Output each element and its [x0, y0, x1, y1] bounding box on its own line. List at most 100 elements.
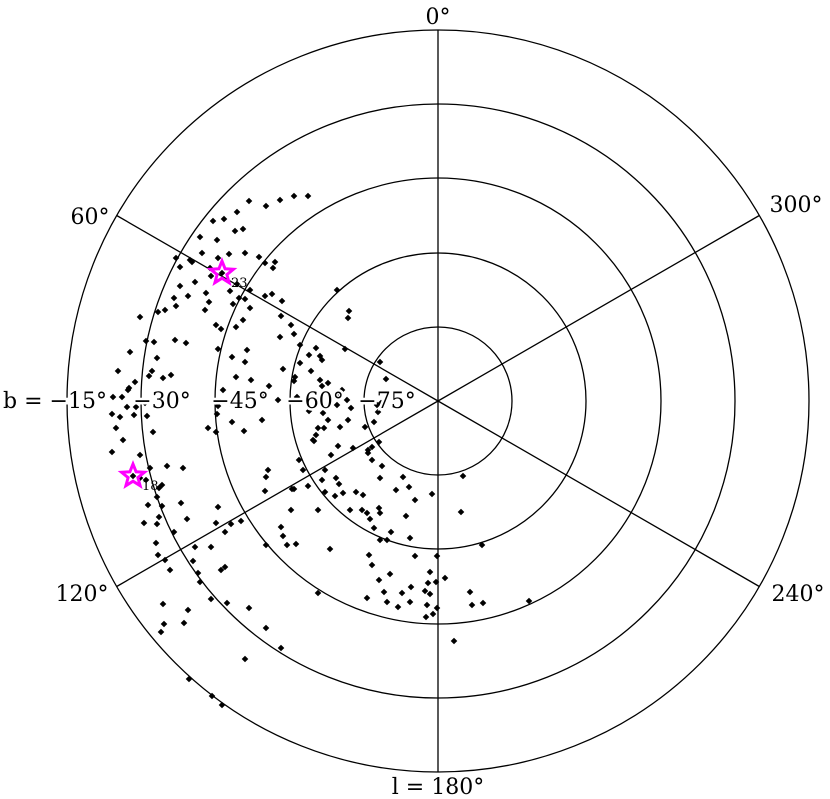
data-point: [226, 399, 234, 407]
data-point: [278, 297, 286, 305]
data-point: [239, 316, 247, 324]
data-point: [213, 236, 221, 244]
data-point: [283, 541, 291, 549]
data-point: [207, 595, 215, 603]
data-point: [183, 515, 191, 523]
data-point: [155, 513, 163, 521]
data-point: [146, 464, 154, 472]
data-point: [235, 294, 243, 302]
data-point: [312, 344, 320, 352]
data-point: [221, 528, 229, 536]
data-point: [246, 304, 254, 312]
data-point: [119, 436, 127, 444]
data-point: [321, 466, 329, 474]
data-point: [277, 644, 285, 652]
data-point: [129, 472, 137, 480]
data-point: [191, 543, 199, 551]
data-point: [365, 551, 373, 559]
data-point: [346, 506, 354, 514]
data-point: [184, 606, 192, 614]
data-point: [459, 472, 467, 480]
data-point: [411, 552, 419, 560]
data-point: [241, 655, 249, 663]
data-point: [318, 476, 326, 484]
data-point: [189, 557, 197, 565]
data-point: [184, 292, 192, 300]
data-point: [428, 490, 436, 498]
data-point: [290, 192, 298, 200]
spoke-l120: [116, 400, 439, 588]
data-point: [262, 624, 270, 632]
data-point: [231, 227, 239, 235]
data-point: [277, 312, 285, 320]
data-point: [305, 351, 313, 359]
data-point: [478, 541, 486, 549]
data-point: [363, 509, 371, 517]
data-point: [343, 396, 351, 404]
data-point: [295, 456, 303, 464]
data-point: [334, 442, 342, 450]
data-point: [277, 523, 285, 531]
data-point: [426, 568, 434, 576]
data-point: [161, 556, 169, 564]
data-point: [228, 418, 236, 426]
data-point: [441, 574, 449, 582]
data-point: [321, 488, 329, 496]
star-id-label: 18: [142, 479, 159, 494]
data-point: [370, 418, 378, 426]
data-point: [411, 496, 419, 504]
data-points: [108, 192, 533, 709]
data-point: [136, 451, 144, 459]
data-point: [274, 396, 282, 404]
data-point: [287, 506, 295, 514]
data-point: [386, 570, 394, 578]
data-point: [223, 599, 231, 607]
data-point: [205, 298, 213, 306]
spoke-l60: [116, 214, 439, 402]
data-point: [406, 534, 414, 542]
data-point: [352, 488, 360, 496]
data-point: [292, 540, 300, 548]
data-point: [217, 325, 225, 333]
data-point: [170, 528, 178, 536]
data-point: [142, 476, 150, 484]
data-point: [358, 506, 366, 514]
data-point: [398, 589, 406, 597]
data-point: [198, 249, 206, 257]
data-point: [344, 416, 352, 424]
data-point: [214, 503, 222, 511]
data-point: [380, 588, 388, 596]
data-point: [314, 589, 322, 597]
label-l60: 60°: [71, 205, 110, 230]
data-point: [126, 348, 134, 356]
data-point: [375, 576, 383, 584]
data-point: [375, 438, 383, 446]
data-point: [158, 481, 166, 489]
data-point: [407, 583, 415, 591]
data-point: [366, 515, 374, 523]
label-ring-0: b = −15°: [3, 389, 107, 414]
data-point: [196, 578, 204, 586]
data-point: [276, 333, 284, 341]
data-point: [375, 504, 383, 512]
data-point: [241, 295, 249, 303]
data-point: [383, 536, 391, 544]
star-id-label: 23: [231, 276, 248, 291]
data-point: [227, 520, 235, 528]
data-point: [293, 393, 301, 401]
data-point: [265, 382, 273, 390]
data-point: [159, 374, 167, 382]
data-point: [182, 339, 190, 347]
data-point: [140, 519, 148, 527]
data-point: [237, 517, 245, 525]
data-point: [153, 493, 161, 501]
data-point: [304, 192, 312, 200]
data-point: [148, 367, 156, 375]
data-point: [333, 286, 341, 294]
data-point: [316, 376, 324, 384]
data-point: [245, 604, 253, 612]
data-point: [214, 345, 222, 353]
data-point: [123, 403, 131, 411]
data-point: [154, 551, 162, 559]
